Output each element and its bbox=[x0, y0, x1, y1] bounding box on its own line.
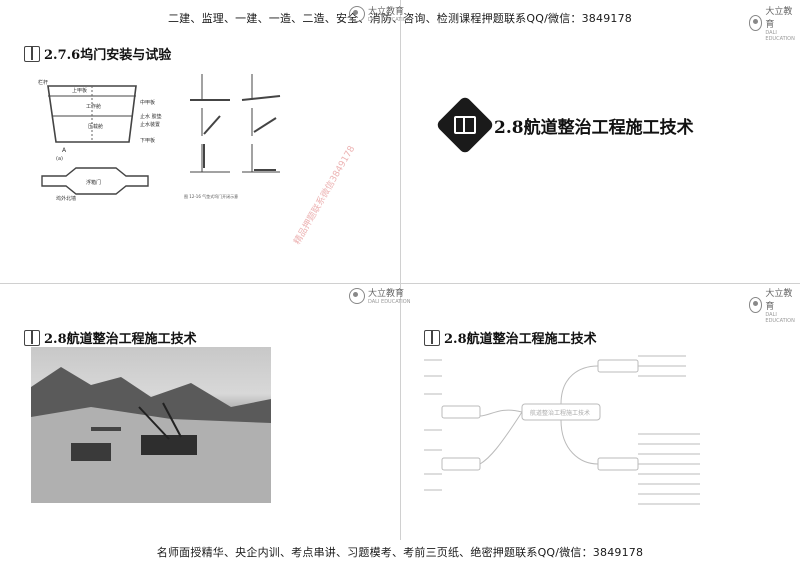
dredging-river-photo bbox=[31, 347, 271, 503]
book-icon bbox=[24, 45, 40, 62]
brand-logo-name: 大立教育 bbox=[368, 289, 405, 299]
brand-logo-icon bbox=[349, 287, 365, 304]
label-railing: 栏杆 bbox=[38, 79, 48, 86]
mindmap-diagram: 航道整治工程施工技术 bbox=[424, 355, 700, 505]
label-fig-a: (a) bbox=[56, 156, 63, 162]
brand-logo-name: 大立教育 bbox=[765, 289, 793, 312]
slide3-title: 2.8航道整治工程施工技术 bbox=[24, 328, 197, 347]
header-promo-text: 二建、监理、一建、一造、二造、安全、消防、咨询、检测课程押题联系QQ/微信：38… bbox=[0, 10, 800, 26]
label-ballast: 压载舱 bbox=[88, 123, 103, 130]
right-figure-caption: 图 12-16 气垫式坞门开闭示意 bbox=[184, 193, 238, 199]
book-icon bbox=[424, 329, 440, 346]
footer-promo-text: 名师面授精华、央企内训、考点串讲、习题模考、考前三页纸、绝密押题联系QQ/微信：… bbox=[156, 546, 644, 559]
brand-logo-sub: DALI EDUCATION bbox=[368, 17, 411, 23]
dock-gate-section-diagram: 栏杆 上甲板 工作舱 压载舱 中甲板 止水 胶垫 止水装置 下甲板 A (a) … bbox=[38, 79, 162, 202]
label-mid-deck: 中甲板 bbox=[140, 99, 155, 106]
brand-logo-sub: DALI EDUCATION bbox=[765, 30, 795, 42]
slide2-title-text: 2.8航道整治工程施工技术 bbox=[494, 117, 694, 138]
label-a: A bbox=[62, 147, 67, 154]
brand-logo-sub: DALI EDUCATION bbox=[765, 312, 795, 324]
label-floating-gate: 浮箱门 bbox=[86, 179, 101, 186]
slide-divider-vertical bbox=[400, 0, 401, 540]
brand-logo-icon bbox=[749, 297, 763, 313]
label-lower-deck: 下甲板 bbox=[140, 137, 155, 144]
brand-logo-icon bbox=[349, 5, 365, 22]
mindmap-center-label: 航道整治工程施工技术 bbox=[530, 409, 590, 417]
brand-logo-icon bbox=[749, 15, 763, 31]
slide1-title-text: 2.7.6坞门安装与试验 bbox=[44, 48, 172, 63]
slide1-title: 2.7.6坞门安装与试验 bbox=[24, 44, 171, 63]
label-upper-deck: 上甲板 bbox=[72, 87, 87, 94]
slide4-title-text: 2.8航道整治工程施工技术 bbox=[444, 332, 597, 347]
label-seal: 止水 胶垫 bbox=[140, 113, 162, 120]
watermark: 精品押题联系微信3849178 bbox=[292, 144, 358, 247]
book-icon bbox=[24, 329, 40, 346]
slide3-title-text: 2.8航道整治工程施工技术 bbox=[44, 332, 197, 347]
brand-logo-name: 大立教育 bbox=[368, 7, 405, 17]
air-cushion-gate-diagram: 图 12-16 气垫式坞门开闭示意 bbox=[184, 74, 281, 199]
label-north-wall: 坞外北墙 bbox=[56, 195, 76, 202]
brand-logo-name: 大立教育 bbox=[765, 7, 793, 30]
slide2-title: 2.8航道整治工程施工技术 bbox=[435, 95, 694, 155]
brand-logo-sub: DALI EDUCATION bbox=[368, 299, 411, 305]
photo-illustration bbox=[31, 367, 271, 503]
book-badge-icon bbox=[435, 95, 495, 155]
label-work-cabin: 工作舱 bbox=[86, 103, 101, 110]
slide4-title: 2.8航道整治工程施工技术 bbox=[424, 328, 597, 347]
label-seal-device: 止水装置 bbox=[140, 121, 160, 128]
